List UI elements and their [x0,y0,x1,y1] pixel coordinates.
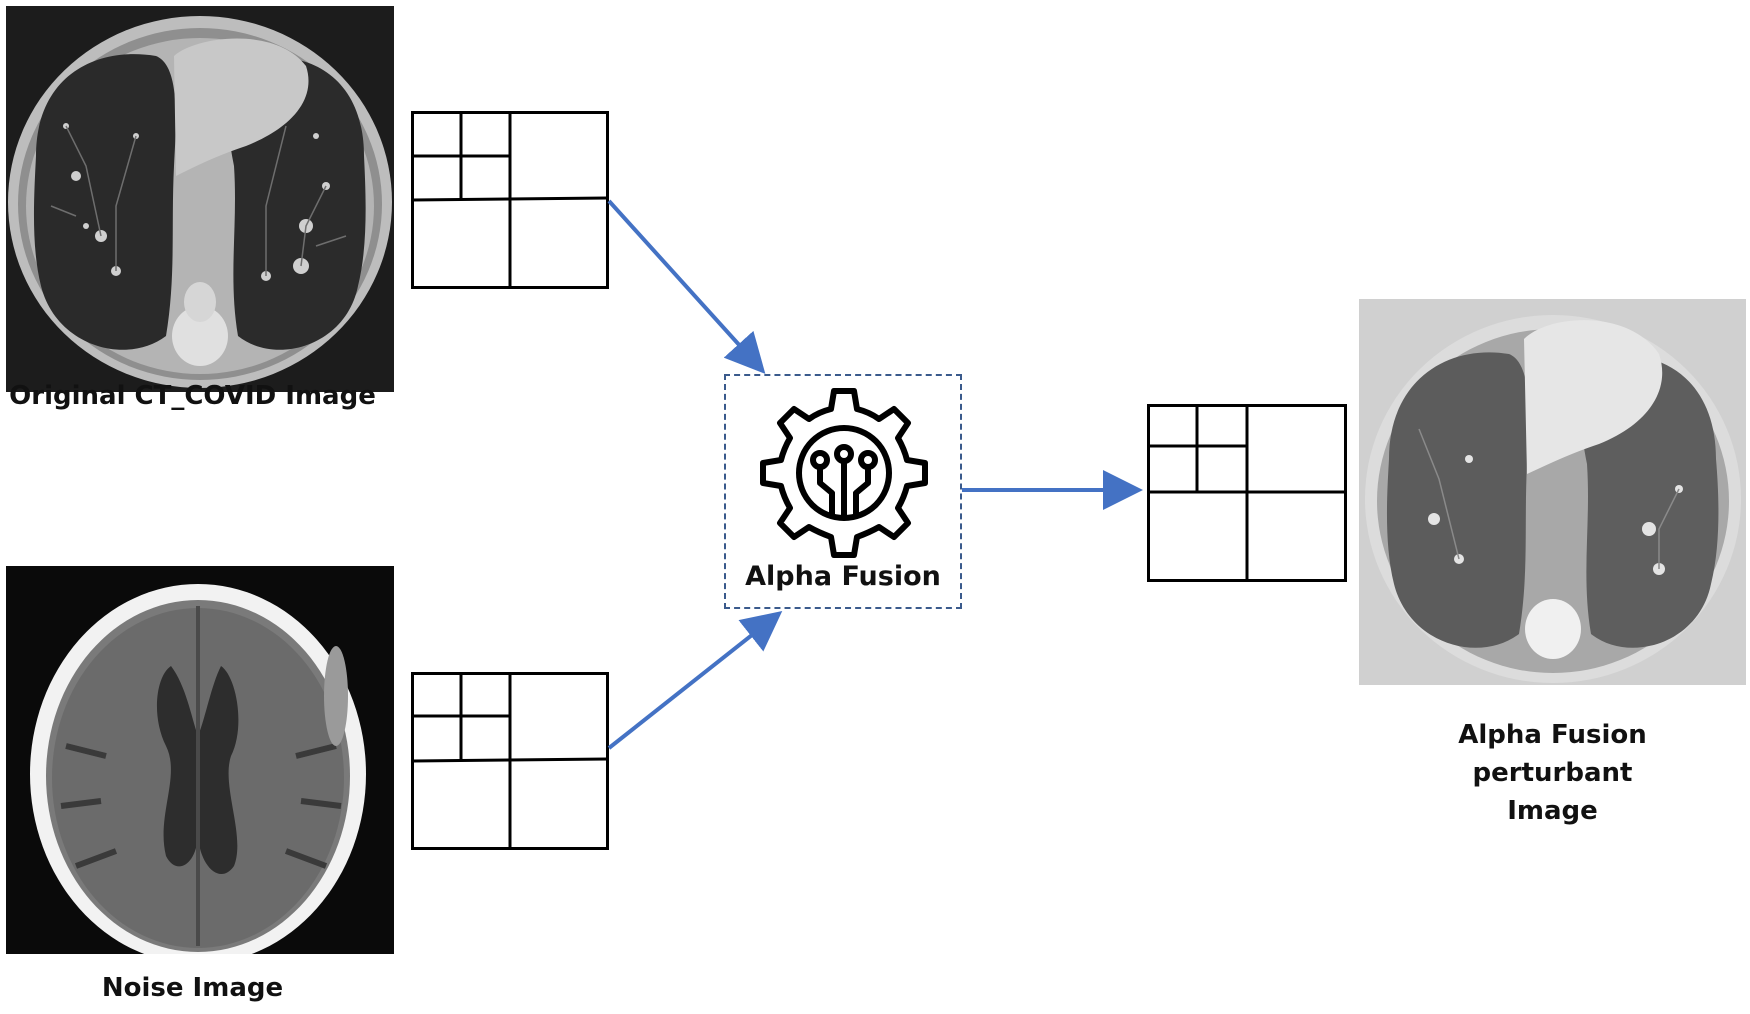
lung-ct-graphic [6,6,394,392]
brain-ct-graphic [6,566,394,954]
quadtree-grid-icon [1147,404,1347,582]
original-grid-box [411,111,609,289]
gear-circuit-icon [760,388,928,558]
noise-ct-image [6,566,394,954]
arrow-noise-to-fusion [607,611,783,750]
quadtree-grid-icon [411,672,609,850]
result-caption-line2: Image [1507,796,1598,826]
result-caption-line1: Alpha Fusion perturbant [1458,720,1647,788]
alpha-fusion-box: Alpha Fusion [724,374,962,609]
alpha-fusion-result-image [1359,299,1746,685]
result-grid-box [1147,404,1347,582]
fused-ct-graphic [1359,299,1746,685]
alpha-fusion-label: Alpha Fusion [745,561,941,592]
original-ct-image [6,6,394,392]
arrow-original-to-fusion [607,199,766,374]
noise-image-caption: Noise Image [101,973,284,1003]
original-image-caption: Original CT_COVID Image [9,381,376,411]
noise-grid-box [411,672,609,850]
result-image-caption: Alpha Fusion perturbant Image [1380,716,1725,830]
quadtree-grid-icon [411,111,609,289]
